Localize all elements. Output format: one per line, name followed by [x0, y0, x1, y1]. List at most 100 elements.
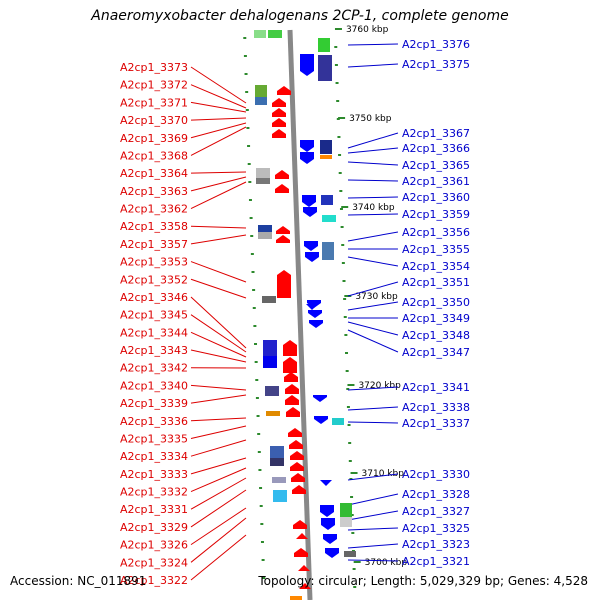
right-leader-line [347, 132, 399, 149]
right-leader-line [347, 386, 398, 391]
right-gene-label: A2cp1_3361 [402, 175, 470, 188]
right-gene-label: A2cp1_3367 [402, 127, 470, 140]
left-gene-label: A2cp1_3324 [120, 556, 188, 569]
reverse-gene-arrow [320, 505, 334, 517]
right-gene-label: A2cp1_3355 [402, 243, 470, 256]
forward-gene-marker [296, 533, 308, 539]
forward-gene-arrow [276, 226, 290, 234]
reverse-gene-arrow [309, 320, 323, 328]
right-gene-label: A2cp1_3341 [402, 381, 470, 394]
left-leader-line [190, 176, 247, 192]
right-leader-line [347, 43, 398, 46]
forward-gene-block [255, 97, 267, 105]
right-gene-label: A2cp1_3325 [402, 522, 470, 535]
left-gene-label: A2cp1_3334 [120, 450, 188, 463]
left-leader-line [190, 261, 247, 283]
left-gene-label: A2cp1_3370 [120, 114, 188, 127]
scale-label: 3720 kbp [358, 381, 401, 391]
forward-gene-marker [299, 583, 311, 589]
scale-label: 3760 kbp [346, 25, 389, 35]
right-gene-label: A2cp1_3376 [402, 38, 470, 51]
forward-gene-arrow [289, 440, 303, 449]
forward-gene-block [272, 477, 286, 483]
left-leader-line [190, 517, 247, 563]
reverse-gene-arrow [323, 534, 337, 544]
reverse-gene-block [318, 55, 332, 81]
left-gene-label: A2cp1_3371 [120, 96, 188, 109]
reverse-gene-arrow [314, 416, 328, 424]
reverse-gene-arrow [303, 207, 317, 217]
forward-gene-block [262, 296, 276, 303]
reverse-gene-block [332, 418, 344, 425]
forward-gene-marker [298, 565, 310, 571]
forward-gene-arrow [284, 372, 298, 382]
left-leader-line [190, 181, 247, 209]
forward-gene-arrow [283, 357, 297, 373]
left-gene-label: A2cp1_3322 [120, 574, 188, 587]
right-leader-line [347, 543, 398, 549]
left-gene-label: A2cp1_3372 [120, 79, 188, 92]
forward-gene-arrow [272, 129, 286, 138]
forward-gene-arrow [290, 462, 304, 471]
forward-gene-arrow [275, 184, 289, 193]
left-leader-line [190, 331, 247, 358]
right-gene-label: A2cp1_3338 [402, 401, 470, 414]
reverse-gene-block [321, 195, 333, 205]
left-gene-label: A2cp1_3346 [120, 291, 188, 304]
left-gene-label: A2cp1_3357 [120, 238, 188, 251]
right-gene-label: A2cp1_3347 [402, 346, 470, 359]
left-gene-label: A2cp1_3340 [120, 379, 188, 392]
right-gene-label: A2cp1_3348 [402, 329, 470, 342]
left-gene-label: A2cp1_3335 [120, 432, 188, 445]
left-gene-label: A2cp1_3343 [120, 344, 188, 357]
forward-gene-arrow [290, 451, 304, 460]
forward-gene-block [256, 168, 270, 178]
left-leader-line [190, 84, 247, 109]
forward-gene-arrow [276, 235, 290, 243]
right-leader-line [347, 213, 398, 216]
reverse-gene-arrow [308, 310, 322, 318]
left-gene-label: A2cp1_3326 [120, 539, 188, 552]
forward-gene-block [270, 458, 284, 466]
reverse-gene-arrow [305, 252, 319, 262]
right-leader-line [347, 406, 398, 411]
right-gene-label: A2cp1_3360 [402, 191, 470, 204]
left-gene-label: A2cp1_3342 [120, 362, 188, 375]
right-leader-line [347, 281, 399, 297]
right-gene-label: A2cp1_3337 [402, 417, 470, 430]
genome-summary-label: Topology: circular; Length: 5,029,329 bp… [258, 574, 588, 588]
forward-gene-arrow [277, 86, 291, 95]
left-gene-label: A2cp1_3331 [120, 503, 188, 516]
left-gene-label: A2cp1_3358 [120, 220, 188, 233]
reverse-gene-block [320, 155, 332, 159]
left-leader-line [190, 417, 247, 422]
reverse-gene-block [322, 215, 336, 222]
right-gene-label: A2cp1_3356 [402, 226, 470, 239]
reverse-gene-block [340, 503, 352, 517]
map-title: Anaeromyxobacter dehalogenans 2CP-1, com… [91, 8, 509, 24]
left-leader-line [190, 225, 247, 229]
forward-gene-arrow [291, 473, 305, 482]
reverse-gene-block [254, 30, 266, 38]
forward-gene-block [263, 340, 277, 356]
left-gene-label: A2cp1_3333 [120, 468, 188, 481]
right-leader-line [347, 179, 398, 182]
right-leader-line [347, 329, 399, 353]
left-gene-label: A2cp1_3368 [120, 149, 188, 162]
right-leader-line [347, 147, 399, 154]
right-leader-line [347, 527, 398, 531]
reverse-gene-arrow [313, 395, 327, 402]
forward-gene-arrow [272, 108, 286, 117]
right-leader-line [347, 421, 398, 424]
right-leader-line [347, 256, 399, 267]
right-gene-label: A2cp1_3354 [402, 260, 470, 273]
scale-label: 3710 kbp [362, 469, 405, 479]
forward-gene-arrow [294, 548, 308, 557]
left-gene-label: A2cp1_3363 [120, 185, 188, 198]
right-gene-label: A2cp1_3366 [402, 142, 470, 155]
right-leader-line [347, 63, 398, 68]
right-gene-label: A2cp1_3327 [402, 505, 470, 518]
reverse-gene-block [344, 551, 356, 557]
reverse-gene-block [268, 30, 282, 38]
